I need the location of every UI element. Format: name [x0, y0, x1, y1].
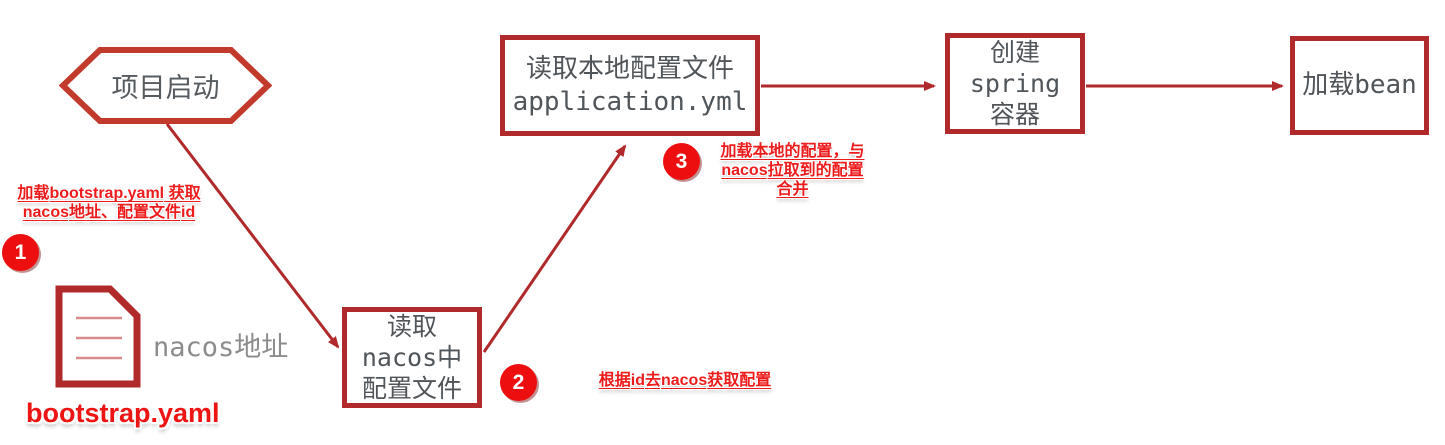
arrow-read-nacos-to-read-local: [482, 144, 627, 353]
step2-annotation: 根据id去nacos获取配置: [580, 371, 790, 390]
node-create-spring-container: 创建 spring 容器: [945, 33, 1085, 134]
arrow-start-to-read-nacos: [165, 123, 340, 349]
node-read-local-config-line1: 读取本地配置文件: [525, 53, 734, 84]
node-create-spring-line2: spring: [969, 69, 1061, 98]
node-read-nacos-config: 读取 nacos中 配置文件: [342, 307, 482, 408]
step3-annotation-line2: nacos拉取到的配置: [721, 162, 864, 179]
step2-badge: 2: [500, 364, 537, 401]
step3-annotation-line3: 合并: [776, 181, 809, 198]
hexagon-shape: [59, 47, 272, 124]
step1-annotation-line1: 加载bootstrap.yaml 获取: [17, 185, 201, 202]
node-read-nacos-line3: 配置文件: [361, 374, 462, 403]
node-create-spring-line3: 容器: [989, 100, 1040, 129]
step3-annotation: 加载本地的配置，与 nacos拉取到的配置 合并: [700, 142, 885, 199]
node-read-nacos-line2: nacos中: [361, 343, 463, 372]
file-caption: nacos地址: [153, 332, 289, 363]
step1-badge: 1: [2, 234, 39, 271]
node-project-start-label: 项目启动: [111, 73, 220, 104]
step1-annotation: 加载bootstrap.yaml 获取 nacos地址、配置文件id: [0, 184, 218, 222]
node-read-local-config: 读取本地配置文件 application.yml: [500, 35, 760, 136]
step3-badge: 3: [663, 143, 700, 180]
step1-annotation-line2: nacos地址、配置文件id: [22, 204, 196, 221]
node-project-start: 项目启动: [59, 47, 272, 124]
file-name-label: bootstrap.yaml: [26, 398, 220, 428]
document-icon: [55, 285, 141, 388]
node-read-local-config-line2: application.yml: [512, 86, 748, 117]
node-create-spring-line1: 创建: [989, 38, 1040, 67]
node-load-bean: 加载bean: [1290, 36, 1429, 135]
step2-annotation-line1: 根据id去nacos获取配置: [598, 372, 772, 389]
node-load-bean-label: 加载bean: [1302, 70, 1417, 100]
node-read-nacos-line1: 读取: [386, 312, 437, 341]
step3-annotation-line1: 加载本地的配置，与: [720, 143, 865, 160]
